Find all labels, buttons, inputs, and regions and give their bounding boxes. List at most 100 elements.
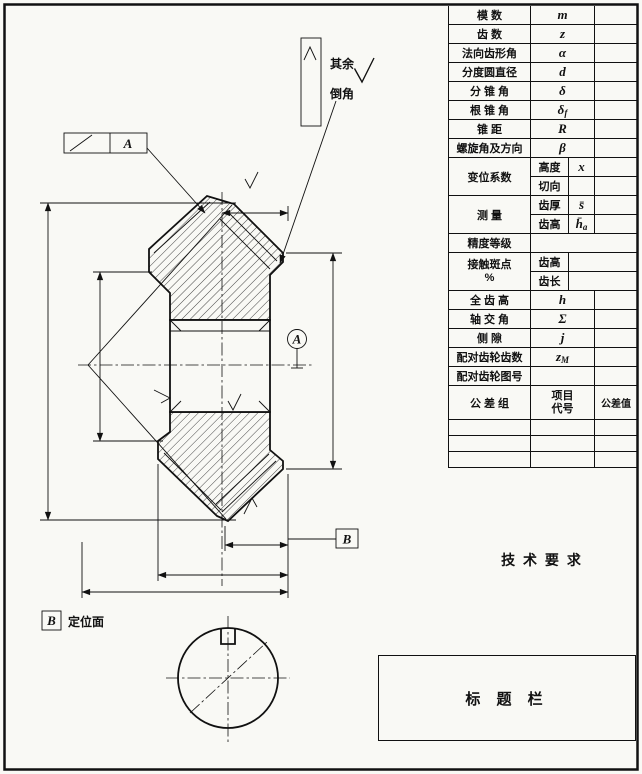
param-label: 配对齿轮齿数	[449, 348, 531, 366]
legend-b-label: B	[46, 613, 56, 628]
tolerance-item-col: 项目 代号	[531, 386, 595, 419]
datum-target-a: A	[287, 329, 307, 369]
table-row-group: 变位系数 高度 x 切向	[449, 158, 637, 196]
empty-cell	[449, 420, 531, 435]
param-symbol: h	[531, 291, 595, 309]
table-row: 高度 x	[531, 158, 637, 177]
table-row-group: 接触斑点 % 齿高 齿长	[449, 253, 637, 291]
table-row: 齿 数 z	[449, 25, 637, 44]
table-row	[449, 436, 637, 452]
chamfer-label: 倒角	[329, 86, 354, 101]
table-row	[449, 420, 637, 436]
sub-label: 齿厚	[531, 196, 569, 214]
param-value-cell	[595, 177, 637, 195]
datum-a-flag: A	[63, 132, 206, 214]
others-label: 其余	[330, 56, 355, 71]
surface-finish-icon	[243, 497, 258, 515]
param-symbol: j	[531, 329, 595, 347]
finish-marks	[153, 171, 259, 515]
empty-cell	[531, 436, 595, 451]
param-label: 全 齿 高	[449, 291, 531, 309]
param-symbol: α	[531, 44, 595, 62]
table-row: 切向	[531, 177, 637, 195]
empty-cell	[595, 436, 637, 451]
param-label: 配对齿轮图号	[449, 367, 531, 385]
param-label: 轴 交 角	[449, 310, 531, 328]
param-label: 分度圆直径	[449, 63, 531, 81]
param-label: 接触斑点 %	[449, 253, 531, 290]
table-row: 全 齿 高 h	[449, 291, 637, 310]
param-label: 分 锥 角	[449, 82, 531, 100]
param-label: 模 数	[449, 6, 531, 24]
tooth-profile-lines	[153, 201, 278, 513]
param-value-cell	[595, 25, 637, 43]
param-value-cell	[595, 120, 637, 138]
empty-cell	[531, 420, 595, 435]
param-value-cell	[595, 139, 637, 157]
param-value-cell	[595, 215, 637, 233]
table-row: 分度圆直径 d	[449, 63, 637, 82]
legend-text: 定位面	[68, 614, 104, 629]
param-label: 精度等级	[449, 234, 531, 252]
empty-cell	[531, 452, 595, 467]
param-value-cell	[595, 158, 637, 176]
empty-cell	[449, 436, 531, 451]
table-row	[449, 452, 637, 468]
param-value-cell	[595, 367, 637, 385]
gear-end-view	[166, 616, 290, 742]
param-value-cell	[595, 44, 637, 62]
param-symbol: x	[569, 158, 595, 176]
param-symbol: R	[531, 120, 595, 138]
empty-cell	[595, 452, 637, 467]
datum-b-legend: B 定位面	[41, 610, 104, 631]
tolerance-value-col: 公差值	[601, 399, 631, 410]
table-row: 齿高	[531, 253, 637, 272]
param-value-cell	[595, 101, 637, 119]
param-symbol	[569, 177, 595, 195]
table-row-group: 测 量 齿厚 s̄ 齿高 h̄a	[449, 196, 637, 234]
table-row: 侧 隙 j	[449, 329, 637, 348]
empty-cell	[595, 420, 637, 435]
title-block: 标 题 栏	[378, 655, 636, 741]
param-symbol: β	[531, 139, 595, 157]
param-value-cell	[531, 234, 637, 252]
gear-bore	[169, 319, 271, 413]
param-value-cell	[595, 6, 637, 24]
datum-b-label: B	[342, 532, 352, 547]
param-label: 锥 距	[449, 120, 531, 138]
empty-cell	[449, 452, 531, 467]
param-label: 法向齿形角	[449, 44, 531, 62]
table-row: 齿长	[531, 272, 637, 290]
param-label: 齿 数	[449, 25, 531, 43]
table-row: 轴 交 角 Σ	[449, 310, 637, 329]
sub-label: 切向	[531, 177, 569, 195]
param-value-cell	[595, 310, 637, 328]
param-symbol: z	[531, 25, 595, 43]
param-label: 变位系数	[449, 158, 531, 195]
page-border	[3, 3, 639, 771]
finish-mark-icon	[303, 45, 317, 61]
sub-rows: 齿高 齿长	[531, 253, 637, 290]
param-value-cell	[595, 63, 637, 81]
param-symbol: h̄a	[569, 215, 595, 233]
surface-finish-icon	[153, 389, 171, 404]
sub-rows: 齿厚 s̄ 齿高 h̄a	[531, 196, 637, 233]
param-symbol: s̄	[569, 196, 595, 214]
table-row: 配对齿轮图号	[449, 367, 637, 386]
surface-finish-icon	[244, 171, 259, 189]
param-value-cell	[595, 291, 637, 309]
param-value-cell	[595, 82, 637, 100]
surface-finish-icon	[353, 57, 375, 84]
title-block-label: 标 题 栏	[465, 690, 549, 708]
param-value-cell	[569, 272, 637, 290]
table-row: 齿高 h̄a	[531, 215, 637, 233]
table-row: 齿厚 s̄	[531, 196, 637, 215]
table-row: 精度等级	[449, 234, 637, 253]
param-value-cell	[569, 253, 637, 271]
cone-generator-lines	[87, 204, 233, 520]
table-row: 锥 距 R	[449, 120, 637, 139]
